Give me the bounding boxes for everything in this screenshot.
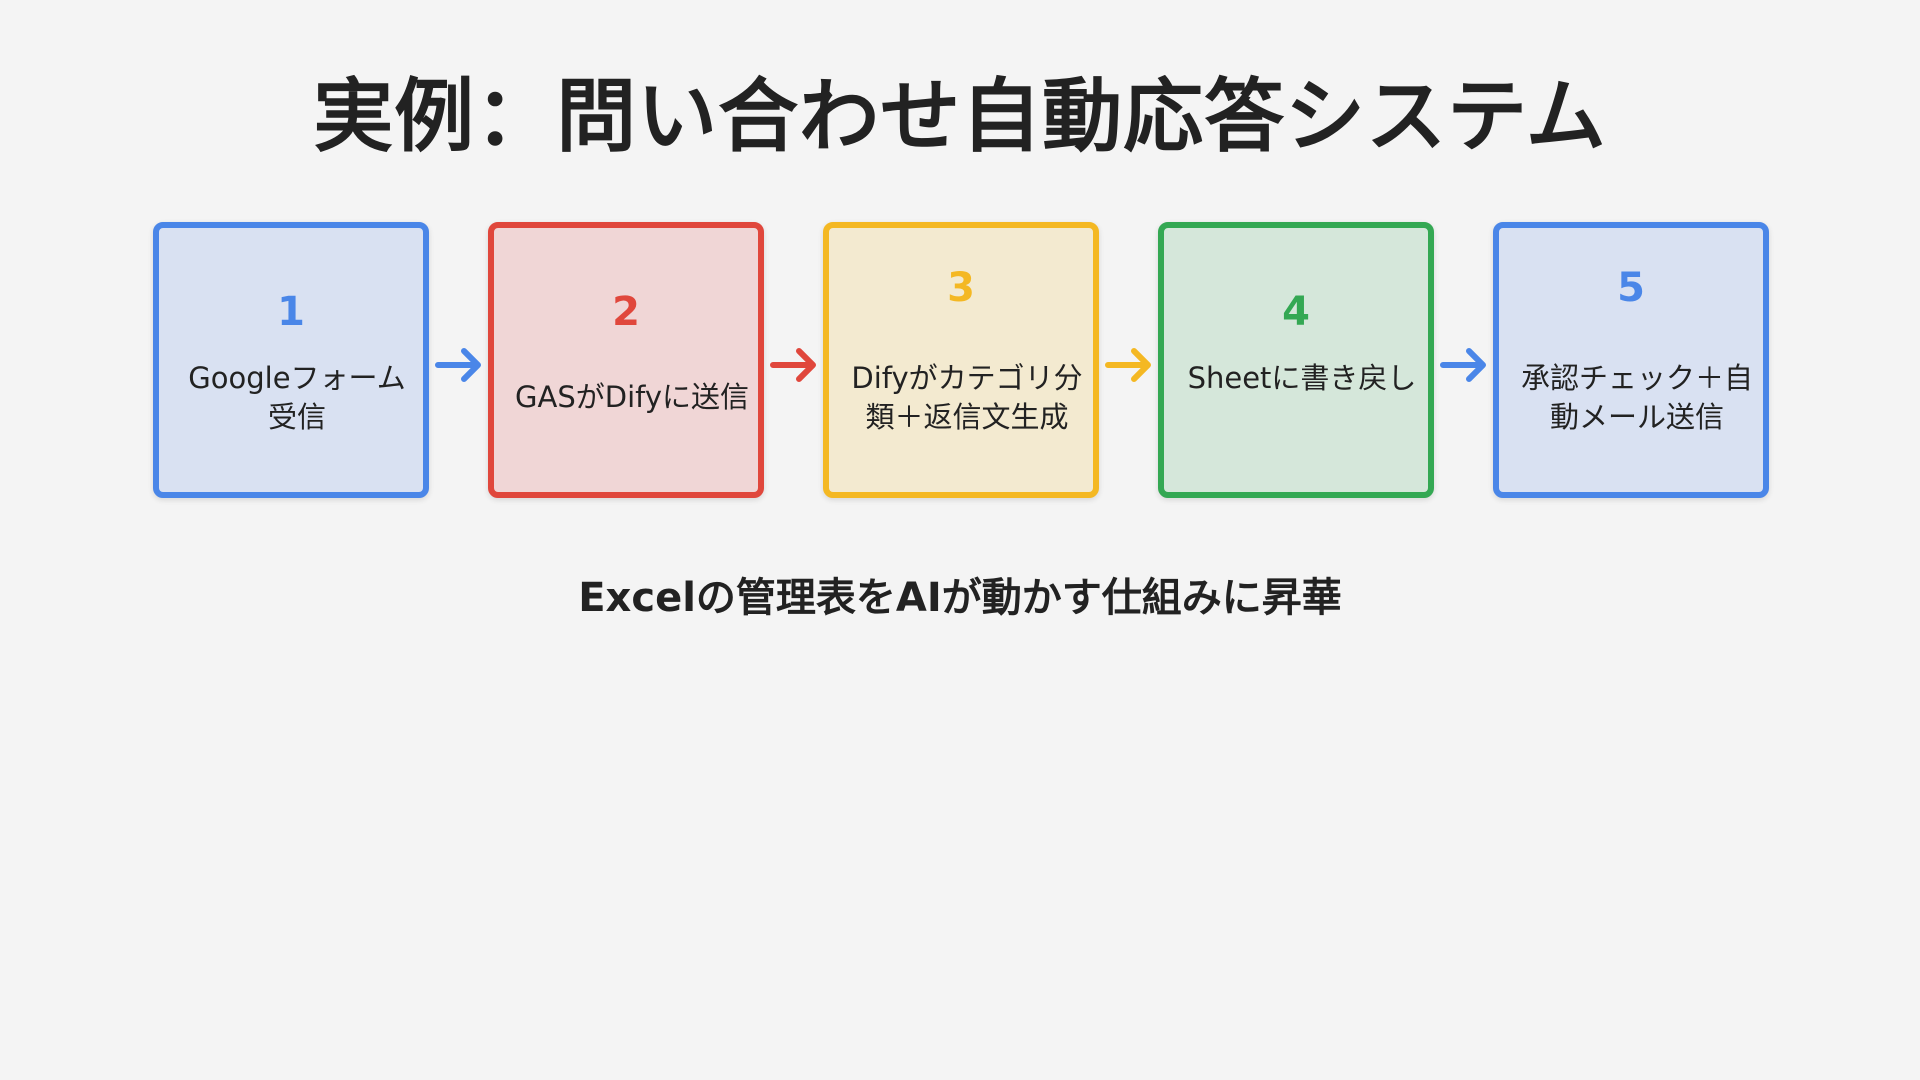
- arrow-right-icon: [435, 348, 481, 382]
- step-label: 承認チェック＋自動メール送信: [1520, 361, 1753, 434]
- step-card-1: 1 Googleフォーム受信: [153, 222, 429, 498]
- step-number: 1: [277, 289, 305, 335]
- step-label: Difyがカテゴリ分類＋返信文生成: [851, 361, 1083, 434]
- arrow-right-icon: [770, 348, 816, 382]
- page-title: 実例：問い合わせ自動応答システム: [313, 70, 1607, 163]
- step-number: 5: [1617, 265, 1645, 311]
- step-label: Googleフォーム受信: [188, 361, 406, 434]
- summary-tagline: Excelの管理表をAIが動かす仕組みに昇華: [578, 575, 1342, 621]
- arrow-right-icon: [1440, 348, 1486, 382]
- step-card-4: 4 Sheetに書き戻し: [1158, 222, 1434, 498]
- step-card-5: 5 承認チェック＋自動メール送信: [1493, 222, 1769, 498]
- step-number: 4: [1282, 289, 1310, 335]
- arrow-right-icon: [1105, 348, 1151, 382]
- step-number: 3: [947, 265, 975, 311]
- step-number: 2: [612, 289, 640, 335]
- step-card-2: 2 GASがDifyに送信: [488, 222, 764, 498]
- step-label: GASがDifyに送信: [515, 380, 749, 414]
- step-card-3: 3 Difyがカテゴリ分類＋返信文生成: [823, 222, 1099, 498]
- step-label: Sheetに書き戻し: [1187, 361, 1417, 395]
- process-flow: 1 Googleフォーム受信 2 GASがDifyに送信 3 Difyがカテゴリ…: [153, 222, 1769, 498]
